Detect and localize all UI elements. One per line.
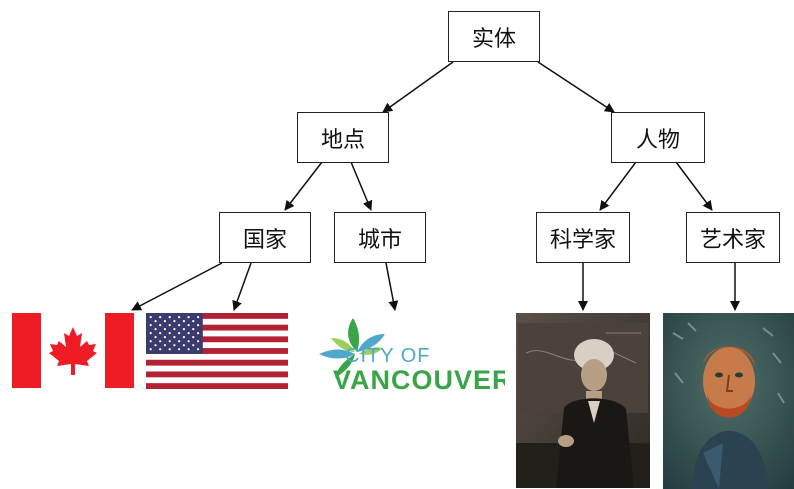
us-flag-image xyxy=(146,313,288,389)
us-flag-star xyxy=(192,320,195,323)
us-flag-star xyxy=(173,320,176,323)
us-flag-star xyxy=(197,324,200,327)
edge-root-place xyxy=(382,61,454,113)
us-flag-star xyxy=(197,332,200,335)
us-flag-stripe xyxy=(146,383,288,389)
us-flag-star xyxy=(187,316,190,319)
edge-place-city xyxy=(350,161,373,211)
us-flag-star xyxy=(187,332,190,335)
us-flag-stripe xyxy=(146,348,288,354)
scientist-portrait-photo xyxy=(516,313,650,488)
edge-person-artist xyxy=(675,161,713,211)
us-flag-star xyxy=(168,316,171,319)
us-flag-star xyxy=(159,324,162,327)
us-flag-star xyxy=(149,332,152,335)
logo-city-of-text: CITY OF xyxy=(345,345,431,367)
edge-country-us xyxy=(232,262,252,311)
us-flag-star xyxy=(178,340,181,343)
us-flag-canton xyxy=(146,313,203,354)
us-flag-star xyxy=(192,328,195,331)
us-flag-star xyxy=(163,344,166,347)
node-country: 国家 xyxy=(219,212,311,263)
us-flag-star xyxy=(197,340,200,343)
us-flag-star xyxy=(159,316,162,319)
us-flag-star xyxy=(173,344,176,347)
us-flag-star xyxy=(178,324,181,327)
us-flag-star xyxy=(182,344,185,347)
node-scientist: 科学家 xyxy=(536,212,630,263)
edge-place-country xyxy=(284,161,323,211)
node-person: 人物 xyxy=(611,112,705,163)
us-flag-stripe xyxy=(146,371,288,378)
us-flag-star xyxy=(187,348,190,351)
us-flag-star xyxy=(182,320,185,323)
us-flag-star xyxy=(163,336,166,339)
us-flag-star xyxy=(178,348,181,351)
logo-vancouver-text: VANCOUVER xyxy=(333,365,505,395)
node-place: 地点 xyxy=(297,112,389,163)
us-flag-star xyxy=(163,320,166,323)
us-flag-star xyxy=(187,324,190,327)
city-of-vancouver-logo: CITY OF VANCOUVER xyxy=(305,312,505,397)
us-flag-star xyxy=(149,316,152,319)
us-flag-star xyxy=(149,348,152,351)
us-flag-star xyxy=(159,348,162,351)
us-flag-star xyxy=(192,344,195,347)
us-flag-stripe xyxy=(146,313,288,319)
us-flag-star xyxy=(182,336,185,339)
us-flag-star xyxy=(182,328,185,331)
us-flag-star xyxy=(192,336,195,339)
us-flag-star xyxy=(197,316,200,319)
maple-leaf-icon xyxy=(49,327,97,375)
edge-root-person xyxy=(537,61,615,113)
edge-country-canada xyxy=(131,262,223,311)
us-flag-stripe xyxy=(146,336,288,343)
artist-self-portrait-painting xyxy=(663,313,794,489)
us-flag-stripe xyxy=(146,324,288,331)
us-flag-star xyxy=(154,320,157,323)
node-entity: 实体 xyxy=(448,11,540,62)
us-flag-star xyxy=(173,336,176,339)
us-flag-star xyxy=(159,340,162,343)
us-flag-star xyxy=(178,332,181,335)
us-flag-star xyxy=(197,348,200,351)
us-flag-star xyxy=(154,344,157,347)
us-flag-star xyxy=(149,324,152,327)
edge-person-scientist xyxy=(599,161,637,211)
node-artist: 艺术家 xyxy=(686,212,780,263)
us-flag-star xyxy=(173,328,176,331)
vancouver-leaf-icon xyxy=(319,318,385,378)
us-flag-star xyxy=(168,332,171,335)
us-flag-stripe xyxy=(146,359,288,366)
us-flag-star xyxy=(154,336,157,339)
us-flag-star xyxy=(149,340,152,343)
us-flag-star xyxy=(168,340,171,343)
us-flag-star xyxy=(163,328,166,331)
us-flag-star xyxy=(168,324,171,327)
us-flag-star xyxy=(187,340,190,343)
us-flag-star xyxy=(159,332,162,335)
us-flag-star xyxy=(154,328,157,331)
node-city: 城市 xyxy=(334,212,426,263)
us-flag-star xyxy=(178,316,181,319)
us-flag-star xyxy=(168,348,171,351)
edge-city-vancouver xyxy=(385,262,399,311)
canada-flag-image xyxy=(12,313,134,388)
